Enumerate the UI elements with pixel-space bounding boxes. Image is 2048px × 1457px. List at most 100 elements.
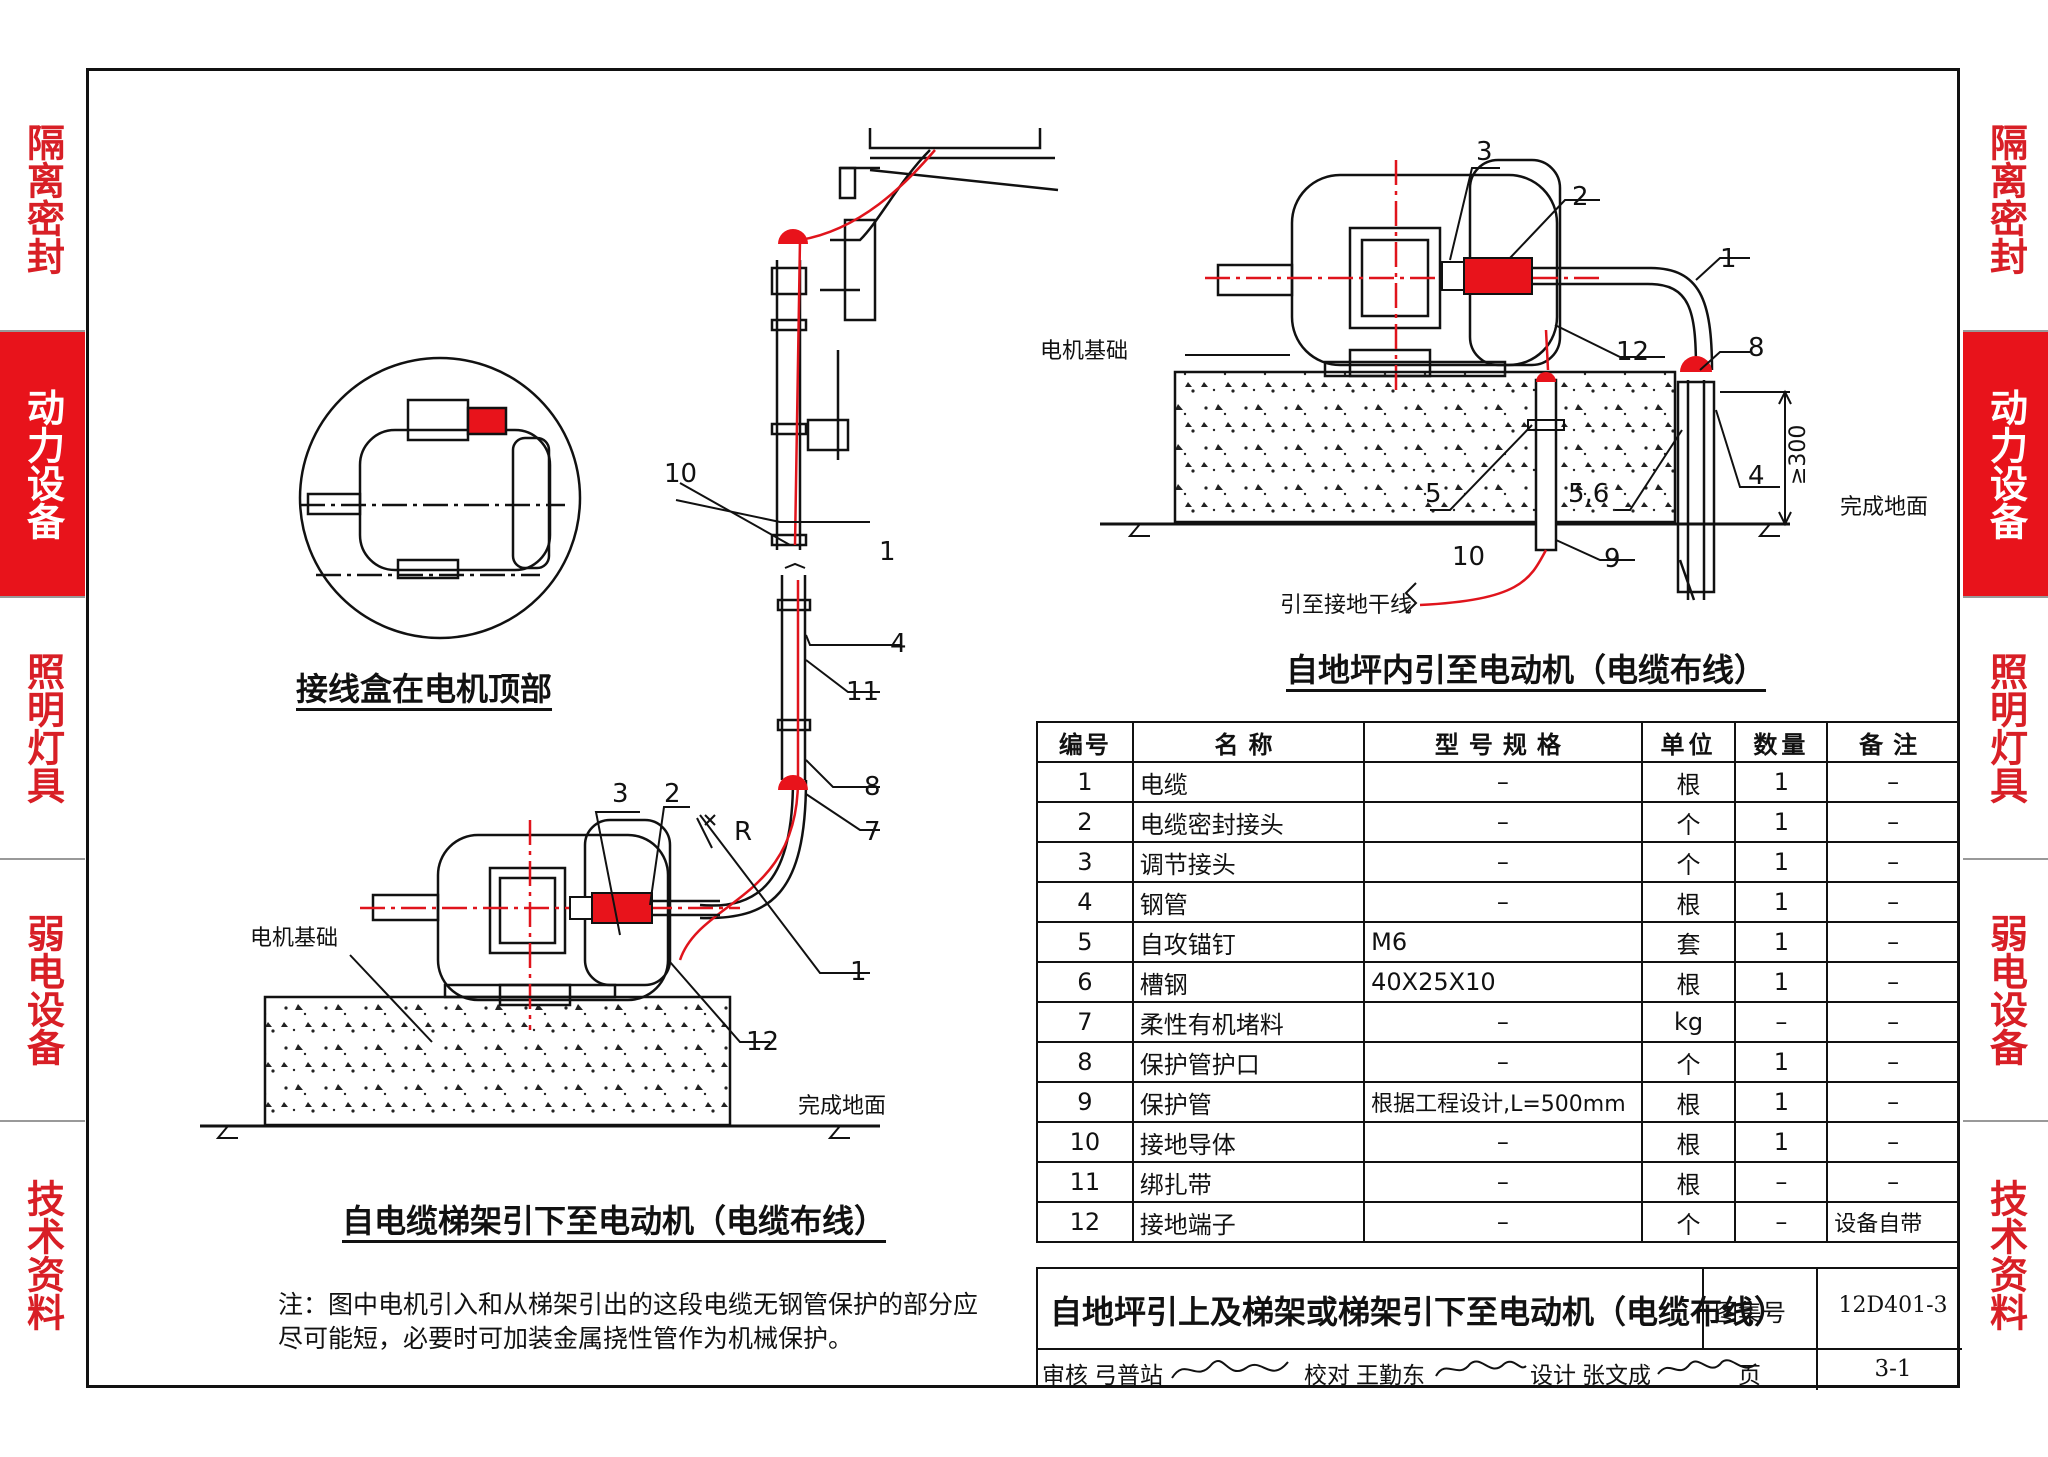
callout-11: 10 <box>664 459 697 489</box>
callout-8: 8 <box>1748 333 1765 363</box>
callout-10: 10 <box>1452 542 1485 572</box>
tab-label: 隔离密封 <box>1983 123 2029 275</box>
cell: 保护管 <box>1131 1081 1366 1123</box>
page-label: 页 <box>1738 1363 1761 1389</box>
callout-8: 8 <box>864 772 881 802</box>
cell: 1 <box>1734 921 1829 963</box>
cell: 6 <box>1036 961 1134 1003</box>
cell: – <box>1363 761 1643 803</box>
motor-base-right <box>1173 370 1677 524</box>
callout-5-6: 5,6 <box>1568 479 1609 509</box>
cell: – <box>1826 801 1960 843</box>
tab-label: 弱电设备 <box>20 914 66 1066</box>
tab-technical-info[interactable]: 技术资料 <box>1963 1122 2048 1388</box>
cell: 11 <box>1036 1161 1134 1203</box>
cell: M6 <box>1363 921 1643 963</box>
radius-label: R <box>734 817 752 847</box>
cell: 个 <box>1640 841 1737 883</box>
cell: 1 <box>1036 761 1134 803</box>
cell: kg <box>1640 1001 1737 1043</box>
cell: 1 <box>1734 801 1829 843</box>
cell: 40X25X10 <box>1363 961 1643 1003</box>
red-cable-left <box>678 149 936 961</box>
cell: – <box>1363 1201 1643 1243</box>
cell: 5 <box>1036 921 1134 963</box>
col-header: 备注 <box>1826 721 1960 763</box>
cell: 接地导体 <box>1131 1121 1366 1163</box>
col-header: 数量 <box>1734 721 1829 763</box>
dimension-300 <box>1720 389 1792 527</box>
cell: 自攻锚钉 <box>1131 921 1366 963</box>
callout-10: 11 <box>846 677 879 707</box>
design-label: 设计 <box>1530 1363 1576 1389</box>
left-view-caption: 自电缆梯架引下至电动机（电缆布线） <box>342 1202 887 1240</box>
cell: 1 <box>1734 761 1829 803</box>
cell: 保护管护口 <box>1131 1041 1366 1083</box>
callout-2: 2 <box>664 779 681 809</box>
callout-1a: 1 <box>879 537 896 567</box>
cell: 根据工程设计,L=500mm <box>1363 1081 1643 1123</box>
tab-technical-info[interactable]: 技术资料 <box>0 1122 85 1388</box>
cell: 根 <box>1640 881 1737 923</box>
cell: 根 <box>1640 1161 1737 1203</box>
cell: 1 <box>1734 1081 1829 1123</box>
tab-weak-current[interactable]: 弱电设备 <box>0 860 85 1122</box>
cell: – <box>1363 1121 1643 1163</box>
callouts-right: 3 2 1 8 4 12 5 5,6 9 10 电机基础 完成地面 引至接地干线… <box>1040 137 1928 618</box>
motor-base-label-left: 电机基础 <box>250 926 338 951</box>
cell: 电缆 <box>1131 761 1366 803</box>
leaders-left <box>349 482 900 1043</box>
callout-1b: 1 <box>850 957 867 987</box>
tab-isolation-seal[interactable]: 隔离密封 <box>1963 68 2048 332</box>
reviewer-name: 弓普站 <box>1094 1363 1163 1389</box>
cell: 根 <box>1640 761 1737 803</box>
checker-signature <box>1430 1350 1530 1388</box>
callout-5: 5 <box>1425 479 1442 509</box>
right-view-caption: 自地坪内引至电动机（电缆布线） <box>1286 651 1767 689</box>
left-view: 10 1 4 11 8 7 3 2 1 12 R 电机基础 完成地面 <box>200 128 1059 1139</box>
cable-tray <box>820 128 1059 322</box>
callout-12: 12 <box>1616 337 1649 367</box>
tab-label: 照明灯具 <box>1983 652 2029 804</box>
cell: 柔性有机堵料 <box>1131 1001 1366 1043</box>
checker-name: 王勤东 <box>1356 1363 1425 1389</box>
cell: 槽钢 <box>1131 961 1366 1003</box>
tab-weak-current[interactable]: 弱电设备 <box>1963 860 2048 1122</box>
tab-power-equipment[interactable]: 动力设备 <box>0 332 85 598</box>
inset-caption: 接线盒在电机顶部 <box>296 670 553 708</box>
cell: 个 <box>1640 1041 1737 1083</box>
callouts-left: 10 1 4 11 8 7 3 2 1 12 R 电机基础 完成地面 <box>250 459 907 1119</box>
designer-signature <box>1652 1350 1762 1388</box>
cell: 1 <box>1734 881 1829 923</box>
cable-gland-right <box>1441 257 1714 371</box>
seal-cap-bottom <box>778 775 808 790</box>
cell: – <box>1826 961 1960 1003</box>
right-view: 3 2 1 8 4 12 5 5,6 9 10 电机基础 完成地面 引至接地干线… <box>1040 137 1928 618</box>
cell: – <box>1826 921 1960 963</box>
callout-3: 3 <box>612 779 629 809</box>
finished-floor-label-right: 完成地面 <box>1840 495 1928 520</box>
col-header: 型号规格 <box>1363 721 1643 763</box>
tab-isolation-seal[interactable]: 隔离密封 <box>0 68 85 332</box>
tab-power-equipment[interactable]: 动力设备 <box>1963 332 2048 598</box>
tab-lighting[interactable]: 照明灯具 <box>0 598 85 860</box>
callout-9: 9 <box>1604 544 1621 574</box>
cell: 个 <box>1640 1201 1737 1243</box>
drawing-note: 注：图中电机引入和从梯架引出的这段电缆无钢管保护的部分应尽可能短，必要时可加装金… <box>278 1290 979 1353</box>
cell: – <box>1826 1161 1960 1203</box>
callout-4: 4 <box>890 629 907 659</box>
tab-lighting[interactable]: 照明灯具 <box>1963 598 2048 860</box>
cell: 8 <box>1036 1041 1134 1083</box>
cell: – <box>1363 841 1643 883</box>
cell: – <box>1363 1161 1643 1203</box>
cell: – <box>1734 1001 1829 1043</box>
cell: – <box>1826 1121 1960 1163</box>
check-label: 校对 <box>1304 1363 1350 1389</box>
